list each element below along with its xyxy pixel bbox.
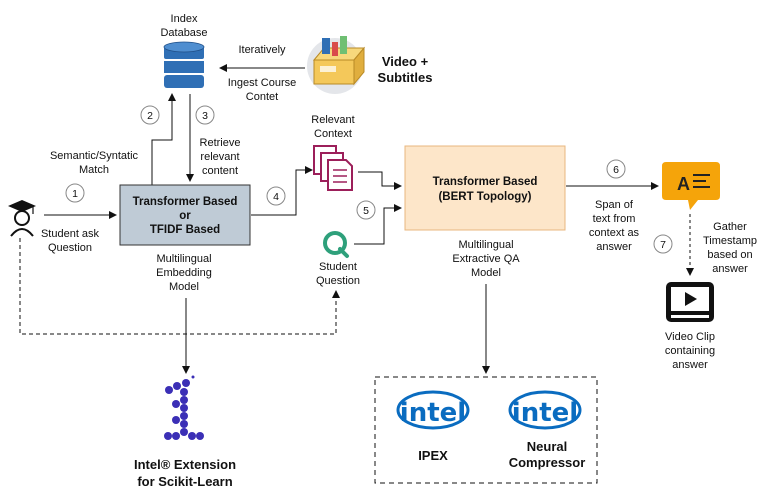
label-ingest-line-1: Ingest Course xyxy=(228,77,296,89)
video-clip-label: Video Clip containing answer xyxy=(665,331,715,371)
step-6: 6 xyxy=(613,164,619,176)
video-line-1: Video + xyxy=(382,54,429,69)
embed-box-line-3: TFIDF Based xyxy=(150,224,220,236)
index-db-title: Index Database xyxy=(160,13,207,39)
label-retrieve: Retrieve relevant content xyxy=(200,137,241,177)
intel-logo-neural: intel xyxy=(508,390,582,430)
student-question-line-1: Student xyxy=(319,261,357,273)
label-ingest-line-2: Contet xyxy=(246,91,278,103)
label-retrieve-line-2: relevant xyxy=(200,151,239,163)
edge-student-to-question-dashed xyxy=(19,238,340,335)
scikit-label: Intel® Extension for Scikit-Learn xyxy=(134,457,236,489)
step-4-badge: 4 xyxy=(266,186,286,206)
edge-context-to-bert xyxy=(358,171,402,190)
bert-box-line-2: (BERT Topology) xyxy=(438,191,531,203)
step-3-badge: 3 xyxy=(195,105,215,125)
step-5: 5 xyxy=(363,205,369,217)
edge-question-to-bert xyxy=(354,204,402,245)
label-retrieve-line-3: content xyxy=(202,165,238,177)
step-2-badge: 2 xyxy=(140,105,160,125)
video-box-icon xyxy=(307,36,366,94)
embed-model-line-2: Embedding xyxy=(156,267,212,279)
step-1-badge: 1 xyxy=(65,183,85,203)
step-4: 4 xyxy=(273,191,279,203)
video-subtitles-label: Video + Subtitles xyxy=(378,54,433,85)
label-span: Span of text from context as answer xyxy=(589,199,640,253)
intel-word-ipex: intel xyxy=(400,398,466,428)
step-3: 3 xyxy=(202,110,208,122)
embed-model-label: Multilingual Embedding Model xyxy=(156,253,212,293)
video-clip-line-1: Video Clip xyxy=(665,331,715,343)
label-retrieve-line-1: Retrieve xyxy=(200,137,241,149)
database-icon xyxy=(163,41,205,88)
video-line-2: Subtitles xyxy=(378,70,433,85)
label-ingest: Ingest Course Contet xyxy=(228,77,296,103)
q-logo-icon xyxy=(323,231,349,258)
qa-model-line-3: Model xyxy=(471,267,501,279)
step-7: 7 xyxy=(660,239,666,251)
embed-model-line-1: Multilingual xyxy=(156,253,211,265)
step-7-badge: 7 xyxy=(653,234,673,254)
label-gather-line-4: answer xyxy=(712,263,748,275)
relevant-context-line-2: Context xyxy=(314,128,352,140)
label-gather-line-2: Timestamp xyxy=(703,235,757,247)
relevant-context-line-1: Relevant xyxy=(311,114,354,126)
label-semantic: Semantic/Syntatic Match xyxy=(50,150,139,176)
edge-embed-to-db xyxy=(151,93,176,185)
edge-embed-to-context xyxy=(251,166,313,216)
step-2: 2 xyxy=(147,110,153,122)
label-semantic-line-2: Match xyxy=(79,164,109,176)
label-gather-line-3: based on xyxy=(707,249,752,261)
video-player-icon xyxy=(666,282,714,322)
video-clip-line-3: answer xyxy=(672,359,708,371)
embed-box-line-2: or xyxy=(179,210,191,222)
answer-bubble-icon: A xyxy=(662,162,720,210)
student-question-label: Student Question xyxy=(316,261,360,287)
label-span-line-3: context as xyxy=(589,227,640,239)
ipex-label: IPEX xyxy=(418,448,448,463)
qa-model-line-2: Extractive QA xyxy=(452,253,520,265)
intel-word-neural: intel xyxy=(512,398,578,428)
embed-model-line-3: Model xyxy=(169,281,199,293)
intel-logo-ipex: intel xyxy=(396,390,470,430)
qa-model-line-1: Multilingual xyxy=(458,239,513,251)
step-6-badge: 6 xyxy=(606,159,626,179)
label-span-line-1: Span of xyxy=(595,199,634,211)
label-iteratively: Iteratively xyxy=(238,44,286,56)
student-ask-line-2: Question xyxy=(48,242,92,254)
student-ask-line-1: Student ask xyxy=(41,228,100,240)
student-ask-label: Student ask Question xyxy=(41,228,100,254)
graduate-icon xyxy=(8,200,36,237)
label-span-line-2: text from xyxy=(593,213,636,225)
index-db-line-1: Index xyxy=(171,13,198,25)
embed-box-line-1: Transformer Based xyxy=(133,196,238,208)
video-clip-line-2: containing xyxy=(665,345,715,357)
neural-line-1: Neural xyxy=(527,439,567,454)
embed-box: Transformer Based or TFIDF Based xyxy=(119,184,251,246)
label-gather: Gather Timestamp based on answer xyxy=(703,221,757,275)
label-gather-line-1: Gather xyxy=(713,221,747,233)
intel-tools-box: intel IPEX intel Neural Compressor xyxy=(374,376,598,484)
edges xyxy=(19,64,694,374)
scikit-line-1: Intel® Extension xyxy=(134,457,236,472)
label-semantic-line-1: Semantic/Syntatic xyxy=(50,150,139,162)
student-question-line-2: Question xyxy=(316,275,360,287)
steps: 1 2 3 4 5 6 7 xyxy=(65,105,673,254)
bert-box-line-1: Transformer Based xyxy=(433,176,538,188)
answer-bubble-glyph: A xyxy=(677,174,690,194)
scikit-line-2: for Scikit-Learn xyxy=(137,474,232,489)
index-db-line-2: Database xyxy=(160,27,207,39)
relevant-context-label: Relevant Context xyxy=(311,114,354,140)
documents-icon xyxy=(313,145,353,191)
label-span-line-4: answer xyxy=(596,241,632,253)
intel-one-logo-icon xyxy=(164,375,204,440)
step-1: 1 xyxy=(72,188,78,200)
qa-model-label: Multilingual Extractive QA Model xyxy=(452,239,520,279)
step-5-badge: 5 xyxy=(356,200,376,220)
bert-box: Transformer Based (BERT Topology) xyxy=(404,145,566,231)
neural-line-2: Compressor xyxy=(509,455,586,470)
